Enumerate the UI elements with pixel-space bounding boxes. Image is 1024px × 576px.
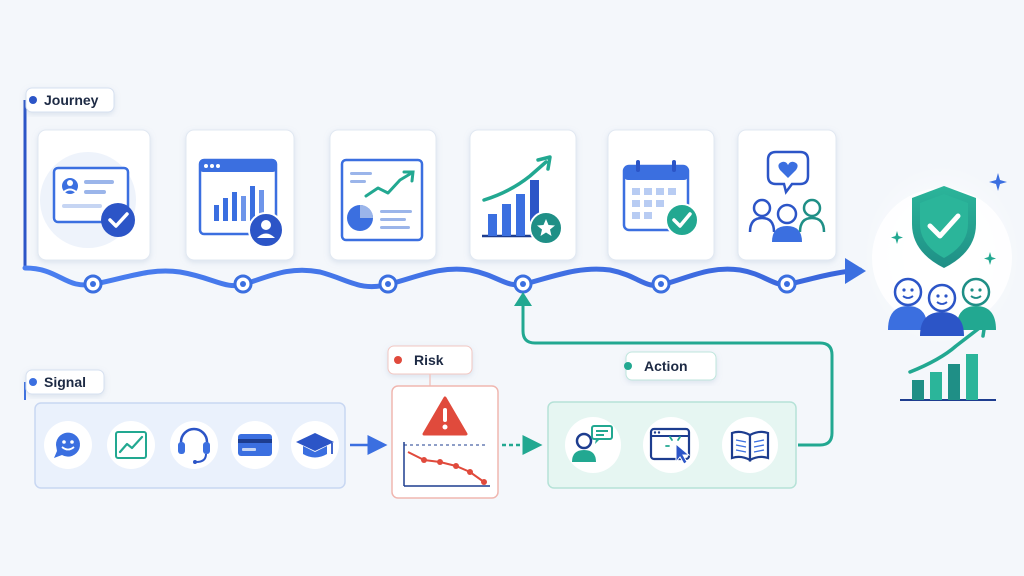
action-label: Action xyxy=(624,351,717,381)
profile-card-check-icon xyxy=(52,166,135,237)
open-book-icon xyxy=(722,417,778,473)
journey-path xyxy=(22,258,866,294)
trend-chart-icon xyxy=(107,421,155,469)
signal-label-text: Signal xyxy=(44,374,86,390)
signal-label: Signal xyxy=(24,369,105,400)
happy-customers-icon xyxy=(888,277,996,336)
dashboard-user-icon xyxy=(198,158,284,248)
journey-label: Journey xyxy=(23,87,115,268)
report-analytics-icon xyxy=(340,158,424,242)
user-message-icon xyxy=(565,417,621,473)
declining-trend-icon xyxy=(403,442,490,487)
sparkle-icon xyxy=(984,252,996,265)
journey-card-profile xyxy=(37,129,151,261)
journey-card-dashboard xyxy=(185,129,295,261)
feedback-loop-arrowhead xyxy=(514,292,532,306)
shield-check-icon xyxy=(912,186,976,268)
journey-card-report xyxy=(329,129,437,261)
community-heart-icon xyxy=(748,150,826,242)
calendar-check-icon xyxy=(622,160,699,237)
risk-label-text: Risk xyxy=(414,352,444,368)
graduation-cap-icon xyxy=(291,421,339,469)
journey-arrowhead xyxy=(845,258,866,284)
journey-label-text: Journey xyxy=(44,92,99,108)
action-panel xyxy=(547,401,797,489)
journey-node xyxy=(83,274,103,294)
outcome-panel xyxy=(862,163,1022,401)
sparkle-icon xyxy=(989,173,1007,191)
journey-card-growth xyxy=(469,129,577,261)
journey-card-calendar xyxy=(607,129,715,261)
journey-node xyxy=(513,274,533,294)
sparkle-icon xyxy=(891,231,903,244)
growth-chart-star-icon xyxy=(482,155,563,245)
journey-node xyxy=(378,274,398,294)
risk-panel xyxy=(391,385,499,499)
headset-icon xyxy=(170,421,218,469)
chat-smile-icon xyxy=(44,421,92,469)
journey-node xyxy=(233,274,253,294)
browser-click-icon xyxy=(643,417,699,473)
action-label-text: Action xyxy=(644,358,688,374)
journey-node xyxy=(651,274,671,294)
credit-card-icon xyxy=(231,421,279,469)
growth-bars-icon xyxy=(900,321,996,401)
warning-icon xyxy=(422,396,468,436)
signal-panel xyxy=(34,402,346,489)
risk-label: Risk xyxy=(387,345,473,386)
journey-card-community xyxy=(737,129,837,261)
feedback-loop-path xyxy=(521,302,834,447)
journey-node xyxy=(777,274,797,294)
